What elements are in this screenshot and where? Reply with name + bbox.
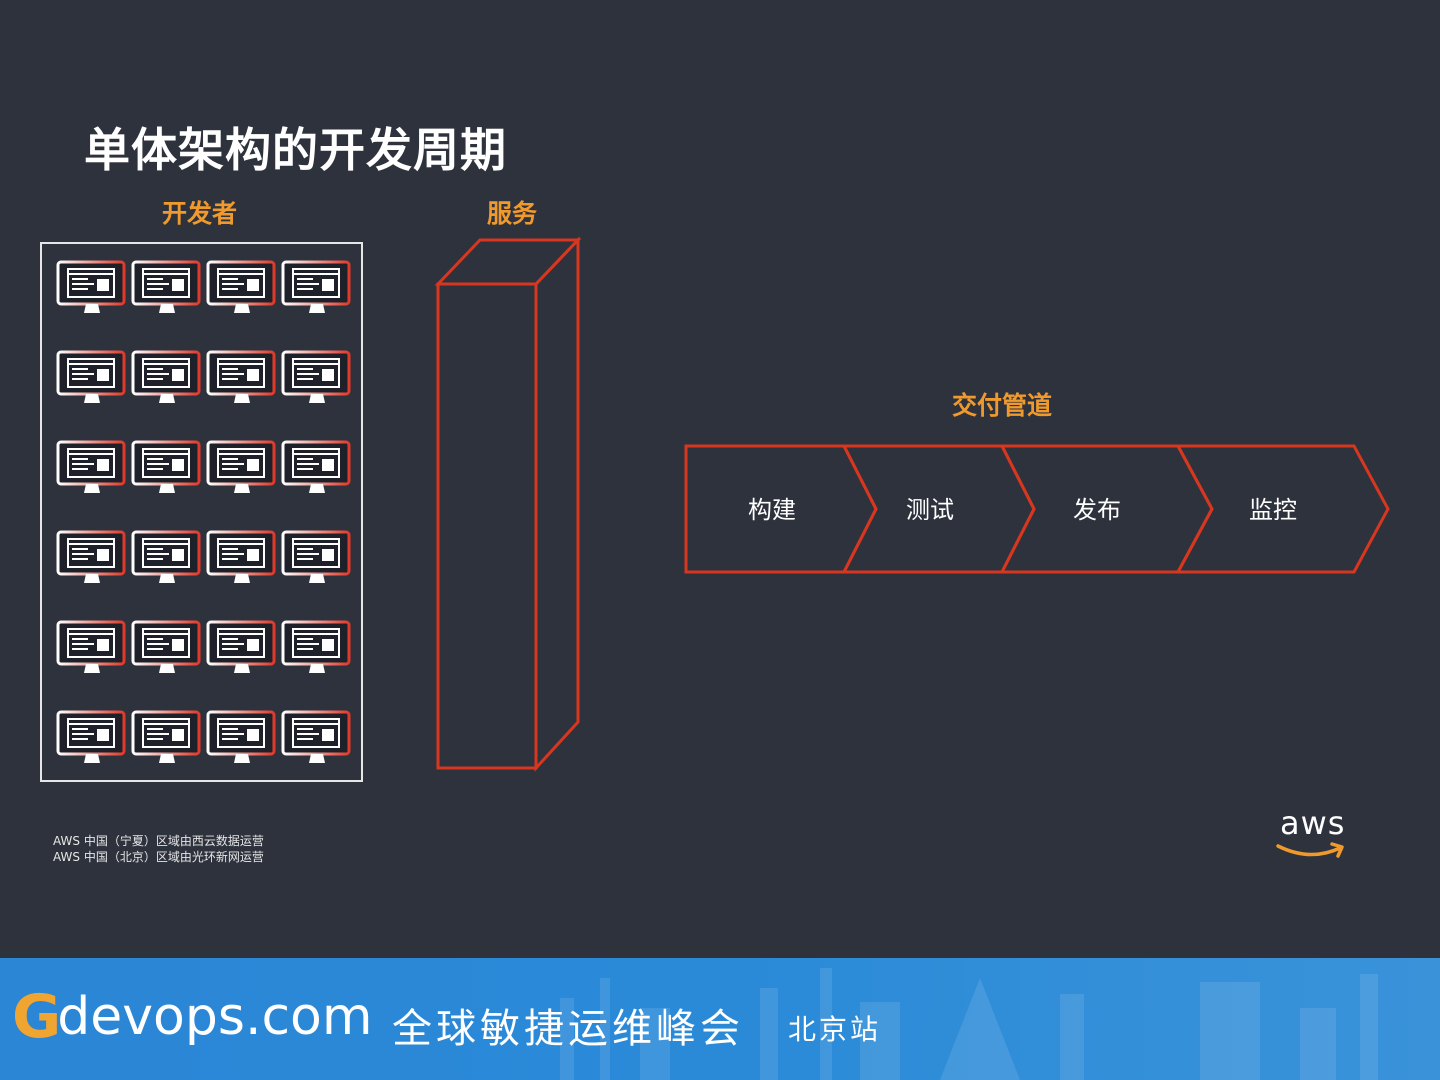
slide: 单体架构的开发周期 开发者 服务 交付管道 构建 测试 发布 监控 AWS 中国… (40, 123, 1394, 865)
gdevops-logo: Gdevops.com (12, 982, 373, 1052)
service-label: 服务 (487, 199, 538, 228)
aws-logo-text: aws (1280, 804, 1346, 842)
footnote-line-ningxia: AWS 中国（宁夏）区域由西云数据运营 (53, 834, 264, 848)
developer-monitor-icon (206, 440, 278, 496)
developer-monitor-icon (281, 530, 353, 586)
developer-monitor-icon (206, 260, 278, 316)
developer-monitor-icon (56, 710, 128, 766)
gdevops-logo-g: G (12, 982, 62, 1052)
service-block-icon (434, 236, 582, 772)
pipeline-label: 交付管道 (952, 391, 1053, 420)
developer-monitor-icon (56, 260, 128, 316)
stage-release: 发布 (1073, 496, 1121, 524)
developer-monitor-icon (56, 350, 128, 406)
developers-label: 开发者 (162, 199, 238, 228)
developer-monitor-icon (131, 350, 203, 406)
developer-monitor-icon (56, 530, 128, 586)
footnote: AWS 中国（宁夏）区域由西云数据运营 AWS 中国（北京）区域由光环新网运营 (53, 833, 264, 865)
developer-monitor-icon (206, 620, 278, 676)
pipeline-arrows (684, 444, 1390, 574)
developer-monitor-icon (206, 530, 278, 586)
gdevops-logo-text: devops.com (57, 987, 373, 1047)
aws-logo: aws (1272, 804, 1352, 862)
stage-build: 构建 (748, 496, 796, 524)
city-skyline-icon (560, 968, 1378, 1080)
developer-monitor-icon (131, 440, 203, 496)
developer-monitor-icon (206, 710, 278, 766)
developer-monitor-icon (131, 260, 203, 316)
stage-test: 测试 (906, 496, 954, 524)
developer-monitor-icon (281, 440, 353, 496)
developers-box (40, 242, 363, 782)
aws-smile-icon (1276, 842, 1344, 858)
event-city: 北京站 (788, 1013, 882, 1046)
event-banner: Gdevops.com 全球敏捷运维峰会 北京站 (0, 958, 1440, 1080)
stage-monitor: 监控 (1249, 496, 1297, 524)
delivery-pipeline: 构建 测试 发布 监控 (684, 440, 1394, 576)
developer-monitor-icon (131, 620, 203, 676)
developer-monitor-icon (281, 260, 353, 316)
monitor-grid (56, 260, 356, 766)
developer-monitor-icon (131, 710, 203, 766)
developer-monitor-icon (281, 710, 353, 766)
developer-monitor-icon (281, 350, 353, 406)
developer-monitor-icon (206, 350, 278, 406)
slide-title: 单体架构的开发周期 (84, 123, 507, 177)
developer-monitor-icon (56, 620, 128, 676)
developer-monitor-icon (56, 440, 128, 496)
developer-monitor-icon (131, 530, 203, 586)
event-name: 全球敏捷运维峰会 (392, 1006, 744, 1052)
developer-monitor-icon (281, 620, 353, 676)
footnote-line-beijing: AWS 中国（北京）区域由光环新网运营 (53, 850, 264, 864)
